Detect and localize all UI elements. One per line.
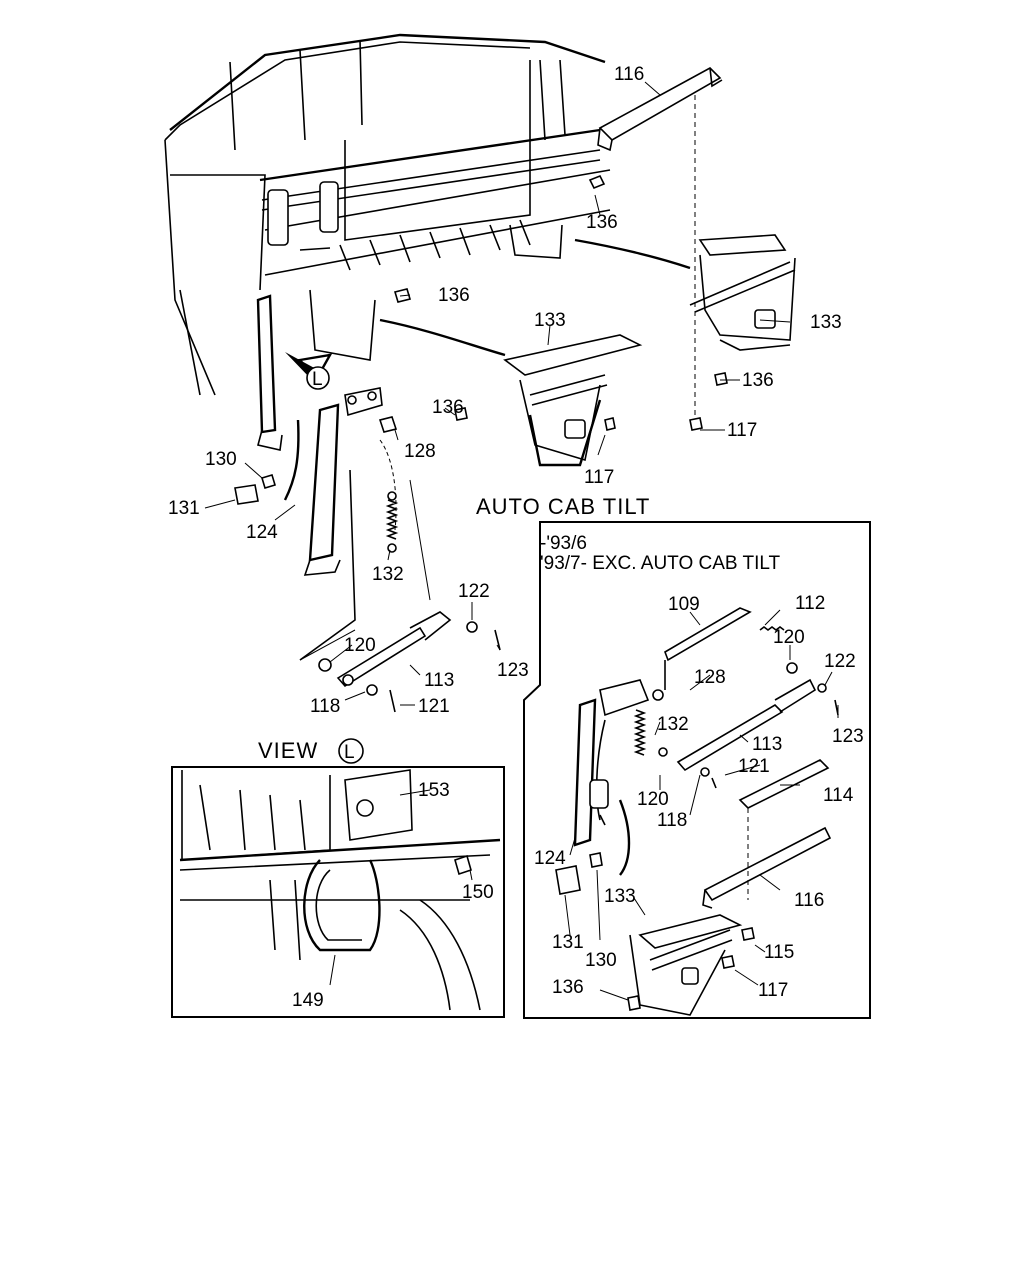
callout-130-main: 130 — [205, 449, 237, 470]
callout-115-inset: 115 — [764, 942, 794, 963]
bracket-133-right — [689, 234, 796, 351]
headers: AUTO CAB TILT -'93/6 '93/7- EXC. AUTO CA… — [258, 366, 781, 764]
callout-131-main: 131 — [168, 498, 200, 519]
callout-130-inset: 130 — [585, 950, 617, 971]
main-view-marker-letter: L — [312, 369, 323, 390]
callout-122-inset: 122 — [824, 651, 856, 672]
callout-136-d: 136 — [742, 370, 774, 391]
main-view-marker-circle — [306, 366, 330, 390]
spring-132-main — [385, 491, 399, 553]
callout-118-inset: 118 — [657, 810, 687, 831]
callout-118-main: 118 — [310, 696, 340, 717]
latch-lever-main — [256, 294, 397, 661]
callout-114-inset: 114 — [823, 785, 854, 806]
view-marker-letter: L — [344, 742, 355, 763]
callout-120-main: 120 — [344, 635, 376, 656]
inset-panel-exc-auto — [523, 521, 871, 1019]
auto-cab-tilt-header: AUTO CAB TILT — [476, 494, 650, 519]
callout-117-inset: 117 — [758, 980, 788, 1001]
callout-133-b: 133 — [810, 312, 842, 333]
callout-121-inset: 121 — [738, 756, 770, 777]
callout-128-main: 128 — [404, 441, 436, 462]
callout-132-inset: 132 — [657, 714, 689, 735]
inset-date-line-1: -'93/6 — [540, 533, 587, 554]
callout-123-inset: 123 — [832, 726, 864, 747]
rail-116-main — [597, 67, 723, 415]
bracket-133-center — [503, 334, 643, 467]
view-header: VIEW — [258, 738, 318, 763]
callout-136-inset: 136 — [552, 977, 584, 998]
bolts-main — [234, 174, 728, 505]
callout-131-inset: 131 — [552, 932, 584, 953]
callout-113-main: 113 — [424, 670, 454, 691]
callout-133-inset: 133 — [604, 886, 636, 907]
callout-123-main: 123 — [497, 660, 529, 681]
callout-150-view: 150 — [462, 882, 494, 903]
callout-132-main: 132 — [372, 564, 404, 585]
callout-136-a: 136 — [586, 212, 618, 233]
callout-109-inset: 109 — [668, 594, 700, 615]
callouts-view: 153 150 149 — [292, 780, 494, 1011]
callout-124-main: 124 — [246, 522, 278, 543]
callout-153-view: 153 — [418, 780, 450, 801]
callout-113-inset: 113 — [752, 734, 782, 755]
view-l-panel — [171, 766, 505, 1018]
callouts-main: 116 136 136 133 133 136 136 117 117 128 … — [168, 64, 842, 717]
view-marker-circle — [338, 738, 364, 764]
callout-116-inset: 116 — [794, 890, 824, 911]
callout-120-inset-b: 120 — [637, 789, 669, 810]
callout-116-main: 116 — [614, 64, 644, 85]
callout-122-main: 122 — [458, 581, 490, 602]
callout-121-main: 121 — [418, 696, 450, 717]
callout-136-c: 136 — [432, 397, 464, 418]
callout-128-inset: 128 — [694, 667, 726, 688]
leaders-main — [204, 81, 791, 706]
rod-113-main — [299, 479, 501, 713]
inset-date-line-2: '93/7- EXC. AUTO CAB TILT — [540, 553, 781, 574]
callout-124-inset: 124 — [534, 848, 566, 869]
cab-tilt-cables — [379, 238, 691, 357]
callout-136-b: 136 — [438, 285, 470, 306]
callout-117-b: 117 — [727, 420, 757, 441]
callout-133-a: 133 — [534, 310, 566, 331]
callout-149-view: 149 — [292, 990, 324, 1011]
callout-112-inset: 112 — [795, 593, 825, 614]
callout-120-inset-a: 120 — [773, 627, 805, 648]
cab-body — [164, 33, 611, 396]
callouts-inset: 109 112 120 122 128 132 113 123 121 120 … — [534, 593, 864, 1001]
callout-117-a: 117 — [584, 467, 614, 488]
